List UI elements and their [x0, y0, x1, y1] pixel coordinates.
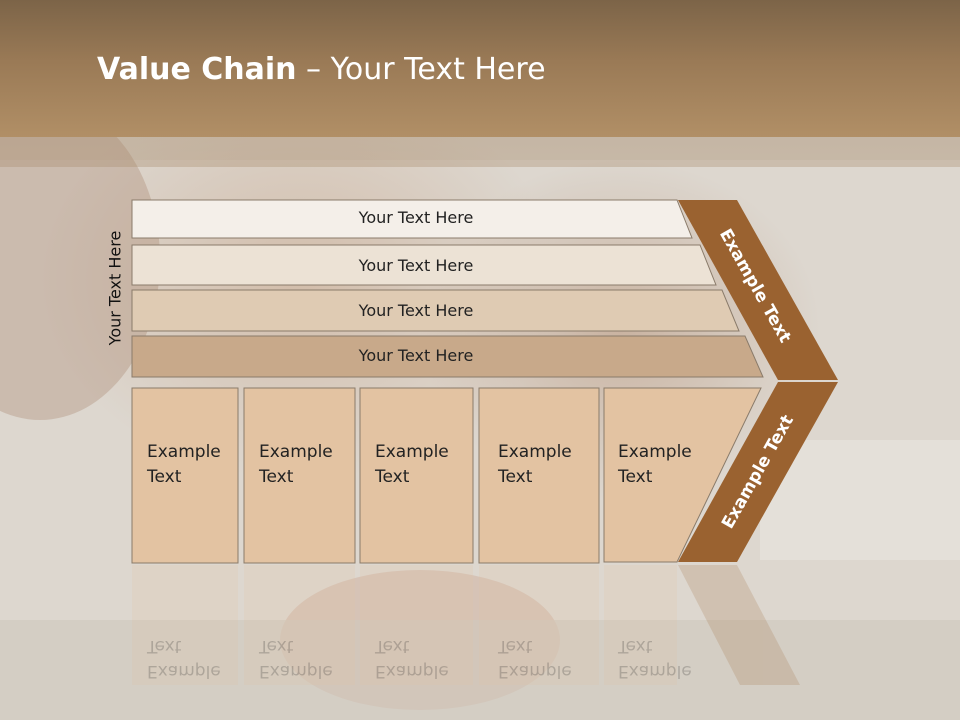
title-bar-band [0, 137, 960, 167]
box-1-line2: Text [147, 467, 182, 487]
box-3-line2: Text [375, 467, 410, 487]
title-bar [0, 0, 960, 137]
box-2-reflection: Example Text [259, 633, 333, 683]
box-3-reflection-line1: Example [375, 661, 449, 681]
bar-3-label: Your Text Here [358, 301, 474, 320]
bar-1 [131, 199, 693, 239]
chevron-bottom [678, 382, 838, 562]
box-3-reflection: Example Text [375, 633, 449, 683]
slide-title-rest: – Your Text Here [296, 52, 546, 87]
box-4-reflection-line2: Text [498, 636, 533, 656]
bar-1-label: Your Text Here [358, 208, 474, 227]
box-2-line1: Example [259, 442, 333, 462]
box-3 [359, 387, 474, 564]
box-4 [478, 387, 600, 564]
box-1-reflection: Example Text [147, 633, 221, 683]
box-1-reflection-line2: Text [147, 636, 182, 656]
box-5-line2: Text [618, 467, 653, 487]
box-3-reflection-line2: Text [375, 636, 410, 656]
box-5-reflection-line1: Example [618, 661, 692, 681]
box-3-line1: Example [375, 442, 449, 462]
bar-4 [131, 335, 764, 378]
bar-3 [131, 289, 740, 332]
slide-title-bold: Value Chain [97, 52, 297, 87]
box-5-reflection-line2: Text [618, 636, 653, 656]
box-2-reflection-line1: Example [259, 661, 333, 681]
box-4-reflection-line1: Example [498, 661, 572, 681]
slide-title: Value Chain – Your Text Here [97, 52, 546, 87]
box-4-line2: Text [498, 467, 533, 487]
box-1 [131, 387, 239, 564]
box-5-reflection: Example Text [618, 633, 692, 683]
bar-2 [131, 244, 717, 286]
box-2 [243, 387, 356, 564]
chevron-top [678, 200, 838, 380]
reflection [132, 565, 800, 685]
box-1-reflection-line1: Example [147, 661, 221, 681]
box-1-line1: Example [147, 442, 221, 462]
box-5 [603, 387, 762, 563]
bar-4-label: Your Text Here [358, 346, 474, 365]
bar-2-label: Your Text Here [358, 256, 474, 275]
box-2-reflection-line2: Text [259, 636, 294, 656]
box-4-line1: Example [498, 442, 572, 462]
box-4-reflection: Example Text [498, 633, 572, 683]
box-2-line2: Text [259, 467, 294, 487]
box-5-line1: Example [618, 442, 692, 462]
